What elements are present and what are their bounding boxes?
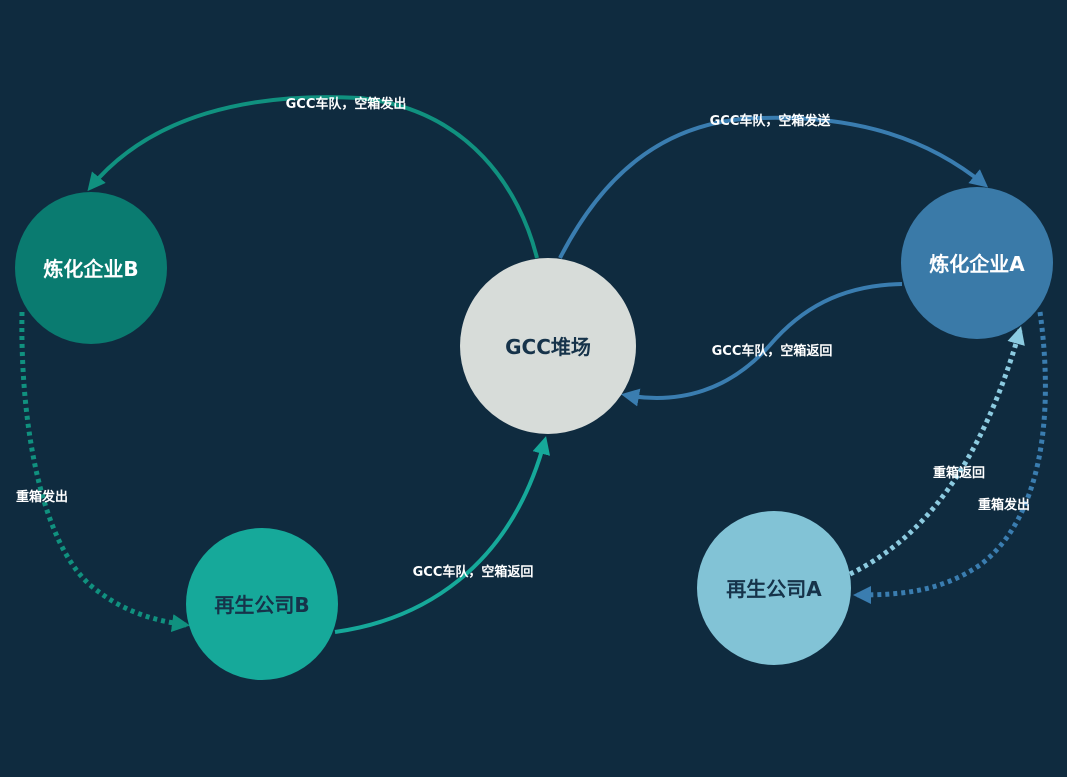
node-recycle-b-circle <box>186 528 338 680</box>
node-recycle-b: 再生公司B <box>186 528 338 680</box>
node-enterprise-a-label: 炼化企业A <box>929 252 1025 276</box>
node-enterprise-b: 炼化企业B <box>15 192 167 344</box>
node-enterprise-b-circle <box>15 192 167 344</box>
node-enterprise-a-circle <box>901 187 1053 339</box>
edge-label-yard-to-a: GCC车队，空箱发送 <box>710 113 832 129</box>
node-enterprise-b-label: 炼化企业B <box>43 257 138 281</box>
edge-label-a-to-recycle-a: 重箱发出 <box>978 497 1030 513</box>
edge-label-yard-to-b: GCC车队，空箱发出 <box>286 96 407 112</box>
node-recycle-a: 再生公司A <box>697 511 851 665</box>
arrow-enterprise-a-to-yard <box>621 282 903 407</box>
node-recycle-a-circle <box>697 511 851 665</box>
arrow-enterprise-b-to-recycle-b <box>19 311 190 632</box>
arrow-recycle-b-to-yard <box>334 436 551 634</box>
arrow-yard-to-enterprise-a <box>558 115 989 259</box>
arrow-enterprise-a-to-recycle-a <box>853 311 1048 604</box>
node-enterprise-a: 炼化企业A <box>901 187 1053 339</box>
node-recycle-b-label: 再生公司B <box>214 593 309 617</box>
edge-label-a-to-yard: GCC车队，空箱返回 <box>712 343 833 359</box>
node-gcc-yard: GCC堆场 <box>460 258 636 434</box>
edge-label-recycle-a-to-a: 重箱返回 <box>933 465 985 481</box>
node-recycle-a-label: 再生公司A <box>726 577 822 601</box>
edge-label-b-to-recycle-b: 重箱发出 <box>16 489 68 505</box>
edge-label-recycle-b-to-yard: GCC车队，空箱返回 <box>413 564 534 580</box>
arrow-yard-to-enterprise-b <box>87 95 539 259</box>
node-gcc-yard-circle <box>460 258 636 434</box>
node-gcc-yard-label: GCC堆场 <box>505 335 591 359</box>
